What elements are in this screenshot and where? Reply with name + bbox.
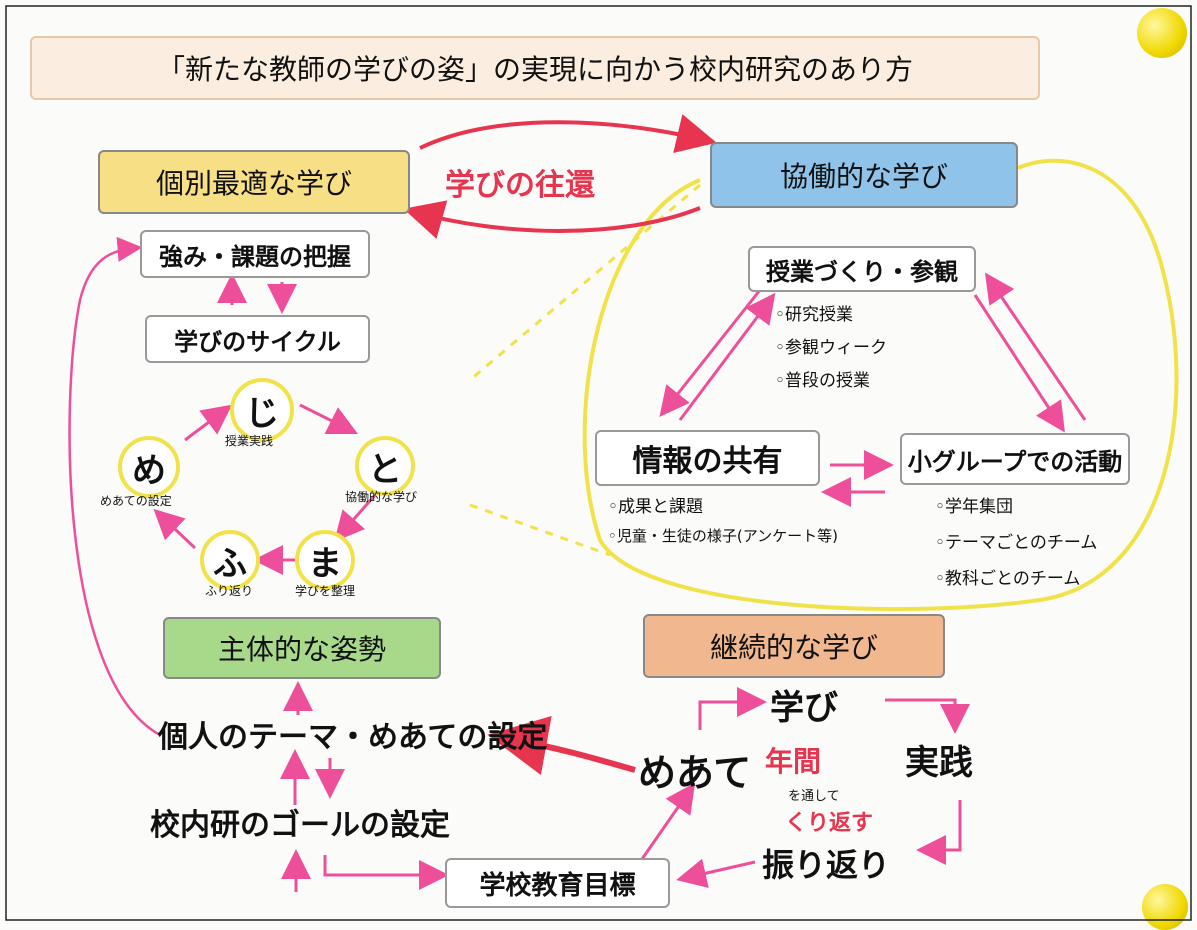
group-item: ◦教科ごとのチーム [935, 569, 1081, 589]
proactive-box: 主体的な姿勢 [163, 617, 441, 679]
info-share-box: 情報の共有 [595, 430, 820, 486]
strengths-box: 強み・課題の把握 [140, 230, 370, 278]
cont-repeat: くり返す [785, 811, 874, 836]
personal-theme-label: 個人のテーマ・めあての設定 [158, 720, 548, 755]
exchange-label: 学びの往還 [445, 168, 595, 203]
cont-year: 年間 [765, 745, 822, 778]
cycle-node-fu: ふ [200, 530, 260, 590]
magnet-icon [1142, 884, 1188, 930]
group-item: ◦学年集団 [935, 497, 1014, 517]
lesson-item: ◦研究授業 [775, 305, 854, 325]
small-group-box: 小グループでの活動 [900, 433, 1130, 485]
title-text: 「新たな教師の学びの姿」の実現に向かう校内研究のあり方 [156, 53, 913, 86]
individual-learning-box: 個別最適な学び [98, 150, 410, 214]
cont-through: を通して [788, 789, 840, 804]
cycle-node-ma: ま [295, 530, 355, 590]
cycle-node-to: と [355, 436, 415, 496]
school-objective-box: 学校教育目標 [445, 858, 670, 908]
cont-jissen: 実践 [905, 743, 973, 783]
lesson-box: 授業づくり・参観 [748, 246, 976, 292]
cycle-label-to: 協働的な学び [345, 490, 418, 504]
info-item: ◦成果と課題 [608, 497, 704, 517]
cont-meate: めあて [638, 751, 752, 795]
cont-furikaeri: 振り返り [762, 846, 891, 884]
diagram-title: 「新たな教師の学びの姿」の実現に向かう校内研究のあり方 [30, 36, 1040, 100]
continuous-learning-box: 継続的な学び [643, 614, 945, 678]
school-goal-label: 校内研のゴールの設定 [150, 808, 450, 843]
magnet-icon [1137, 8, 1187, 58]
cycle-node-ji: じ [230, 378, 294, 442]
lesson-item: ◦普段の授業 [775, 371, 871, 391]
cont-manabi: 学び [770, 688, 838, 728]
cycle-label-fu: ふり返り [205, 584, 254, 598]
collab-learning-box: 協働的な学び [710, 142, 1018, 208]
group-item: ◦テーマごとのチーム [935, 533, 1098, 553]
cycle-label-ma: 学びを整理 [295, 584, 356, 598]
cycle-node-me: め [118, 436, 180, 498]
lesson-item: ◦参観ウィーク [775, 338, 888, 358]
info-item: ◦児童・生徒の様子(アンケート等) [608, 527, 838, 545]
cycle-box: 学びのサイクル [145, 315, 370, 363]
cycle-label-me: めあての設定 [100, 494, 172, 508]
cycle-label-ji: 授業実践 [225, 434, 274, 448]
